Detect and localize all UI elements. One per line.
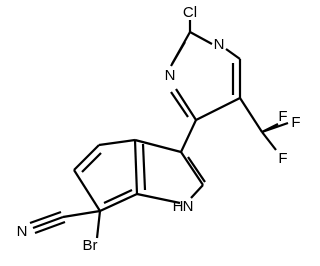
bond-n-c7a <box>136 192 181 205</box>
bond-pyrimidine-indole <box>180 119 197 153</box>
atom-labels: Cl N N F F F H N N Br <box>17 4 301 254</box>
fluorine-right-label: F <box>291 114 300 131</box>
bond-c3a-c4 <box>98 138 136 147</box>
bond-c3a-c7a-double <box>141 143 147 191</box>
pyrimidine-n-top-label: N <box>214 36 225 53</box>
bond-n3-c4 <box>225 48 241 60</box>
bond-c7-br <box>95 210 102 239</box>
bond-cf3-f-top <box>261 123 279 133</box>
bond-cn-triple-1 <box>32 215 64 230</box>
bond-cn-triple-2 <box>29 210 62 225</box>
bond-c4-c5 <box>73 144 100 171</box>
bond-c5-c6 <box>195 97 241 121</box>
fluorine-top-label: F <box>278 108 287 125</box>
bond-cf3-f-bottom <box>261 131 277 151</box>
nitrile-n-label: N <box>17 223 28 240</box>
pyrimidine-n-left-label: N <box>165 67 176 84</box>
bond-c4-c5-double <box>81 152 102 173</box>
bond-c6-n1-double <box>170 91 189 118</box>
bond-c2-n3 <box>189 31 213 45</box>
indole-n-label: N <box>183 198 194 215</box>
bond-c3-c2 <box>180 151 204 186</box>
bonds <box>29 20 289 239</box>
bond-c3-c2-double <box>187 156 206 183</box>
bond-c2-n <box>190 184 204 199</box>
bond-cn-triple-3 <box>34 220 66 235</box>
bond-c3-c3a <box>134 138 182 154</box>
fluorine-bottom-label: F <box>278 150 287 167</box>
bromine-label: Br <box>83 237 98 254</box>
chlorine-label: Cl <box>183 4 197 21</box>
bond-c2-n1-double <box>170 41 186 67</box>
bond-c6-c7 <box>99 193 138 212</box>
bond-c5-c6 <box>73 169 101 212</box>
bond-c6-cn <box>62 209 101 219</box>
structure-canvas: Cl N N F F F H N N Br <box>17 4 301 254</box>
indole-h-label: H <box>173 198 184 215</box>
bond-c3a-c7a <box>133 139 139 195</box>
bond-c6-n1 <box>175 88 197 121</box>
bond-c5-cf3 <box>239 97 263 133</box>
bond-c6-c7-double <box>103 189 133 204</box>
